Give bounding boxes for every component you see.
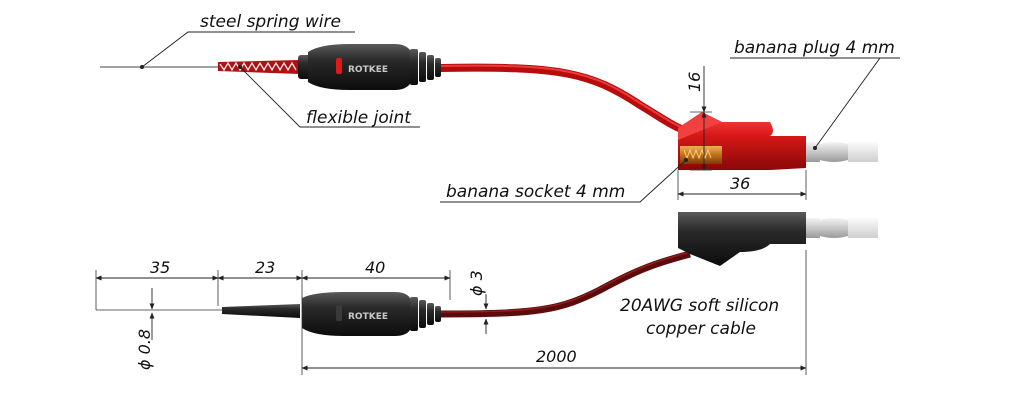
brand-label-top: ROTKEE <box>348 65 388 75</box>
red-lead: ROTKEE <box>100 44 878 170</box>
dim-tip-diameter: ϕ 0.8 <box>96 288 225 370</box>
callout-cable: 20AWG soft silicon copper cable <box>620 296 779 339</box>
dim-collar-length: 23 <box>217 258 303 281</box>
callout-steel-spring-wire: steel spring wire <box>140 12 355 69</box>
label-steel-spring-wire: steel spring wire <box>200 12 341 32</box>
callout-banana-plug: banana plug 4 mm <box>730 38 900 150</box>
black-cable <box>439 250 691 318</box>
dim-cable-diameter-text: ϕ 3 <box>467 270 486 296</box>
label-banana-socket: banana socket 4 mm <box>446 182 625 202</box>
dim-tip-length: 35 <box>95 258 219 281</box>
label-cable-line2: copper cable <box>646 319 756 339</box>
red-lead-handle: ROTKEE <box>308 44 441 90</box>
flexible-joint-spring <box>218 60 300 74</box>
dim-cable-diameter: ϕ 3 <box>467 270 489 334</box>
dim-plug-height: 16 <box>685 66 712 171</box>
dim-tip-diameter-text: ϕ 0.8 <box>135 329 154 370</box>
black-lead: ROTKEE <box>222 212 878 336</box>
banana-plug-pin-bottom <box>806 218 878 238</box>
dim-collar-length-text: 23 <box>255 258 275 277</box>
dim-total-length-text: 2000 <box>536 347 577 366</box>
callout-banana-socket: banana socket 4 mm <box>440 158 688 203</box>
label-banana-plug: banana plug 4 mm <box>734 38 895 58</box>
brand-label-bottom: ROTKEE <box>348 312 388 322</box>
callout-flexible-joint: flexible joint <box>238 65 420 128</box>
dim-plug-length-text: 36 <box>730 174 750 193</box>
red-stacking-plug <box>678 112 878 170</box>
red-cable <box>439 63 692 136</box>
dim-handle-length-text: 40 <box>365 258 385 277</box>
dim-plug-length: 36 <box>677 170 807 200</box>
bottom-probe-tip <box>222 304 300 318</box>
label-cable-line1: 20AWG soft silicon <box>620 296 779 316</box>
dim-total-length: 2000 <box>301 347 807 371</box>
label-flexible-joint: flexible joint <box>306 108 412 128</box>
black-stacking-plug <box>678 212 878 266</box>
black-lead-handle: ROTKEE <box>302 292 441 336</box>
dim-plug-height-text: 16 <box>685 72 704 92</box>
dim-tip-length-text: 35 <box>150 258 170 277</box>
dim-handle-length: 40 <box>301 258 451 281</box>
